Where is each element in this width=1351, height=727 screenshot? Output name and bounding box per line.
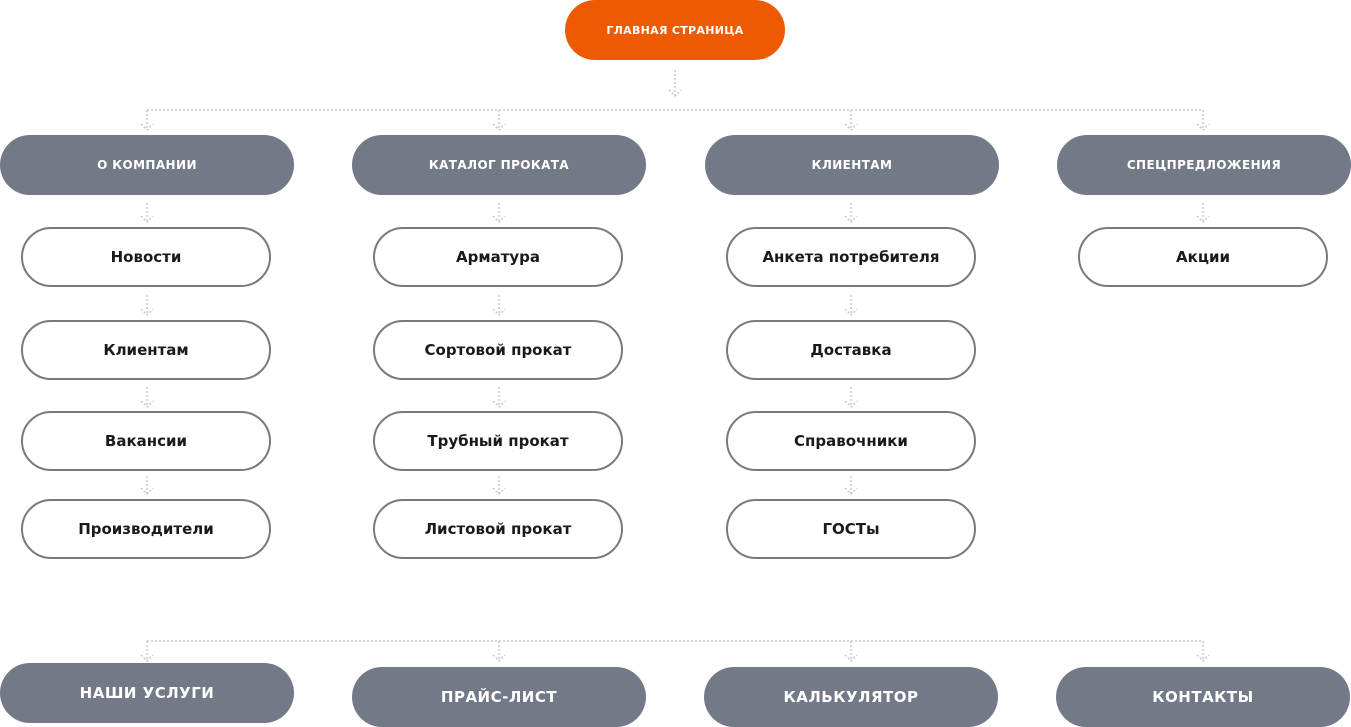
page-node-vacancies[interactable]: Вакансии <box>21 411 271 471</box>
connector-arrow-icon <box>140 308 154 317</box>
connector-arrow-icon <box>1196 654 1210 663</box>
page-node-label: Анкета потребителя <box>762 248 940 266</box>
connector-arrow-icon <box>492 487 506 496</box>
connector-arrow-icon <box>844 400 858 409</box>
page-node-sheet-steel[interactable]: Листовой прокат <box>373 499 623 559</box>
section-node-label: СПЕЦПРЕДЛОЖЕНИЯ <box>1126 158 1282 172</box>
page-node-label: Арматура <box>455 248 541 266</box>
page-node-gosts[interactable]: ГОСТы <box>726 499 976 559</box>
page-node-label: Клиентам <box>103 341 189 359</box>
page-node-label: Акции <box>1176 248 1230 266</box>
connector-arrow-icon <box>668 89 682 98</box>
page-node-references[interactable]: Справочники <box>726 411 976 471</box>
page-node-consumer-form[interactable]: Анкета потребителя <box>726 227 976 287</box>
page-node-section-steel[interactable]: Сортовой прокат <box>373 320 623 380</box>
section-node-label: КЛИЕНТАМ <box>811 158 893 172</box>
page-node-label: Новости <box>110 248 182 266</box>
connector-arrow-icon <box>844 487 858 496</box>
connector-arrow-icon <box>844 123 858 132</box>
page-node-pipes[interactable]: Трубный прокат <box>373 411 623 471</box>
page-node-label: Листовой прокат <box>424 520 572 538</box>
page-node-label: Вакансии <box>104 432 188 450</box>
bottom-node-price-list[interactable]: ПРАЙС-ЛИСТ <box>352 667 646 727</box>
connector-arrow-icon <box>140 654 154 663</box>
connector-arrow-icon <box>1196 215 1210 224</box>
connector-arrow-icon <box>140 123 154 132</box>
bottom-node-services[interactable]: НАШИ УСЛУГИ <box>0 663 294 723</box>
connector-arrow-icon <box>492 654 506 663</box>
page-node-label: ГОСТы <box>822 520 880 538</box>
connector-arrow-icon <box>844 308 858 317</box>
section-node-special-offers[interactable]: СПЕЦПРЕДЛОЖЕНИЯ <box>1057 135 1351 195</box>
section-node-catalog[interactable]: КАТАЛОГ ПРОКАТА <box>352 135 646 195</box>
bottom-node-label: НАШИ УСЛУГИ <box>79 684 215 702</box>
connector-arrow-icon <box>844 654 858 663</box>
page-node-promotions[interactable]: Акции <box>1078 227 1328 287</box>
page-node-rebar[interactable]: Арматура <box>373 227 623 287</box>
page-node-label: Трубный прокат <box>427 432 569 450</box>
connector-arrow-icon <box>492 123 506 132</box>
connector-arrow-icon <box>492 308 506 317</box>
connector-arrow-icon <box>492 215 506 224</box>
root-node-label: ГЛАВНАЯ СТРАНИЦА <box>606 23 744 37</box>
section-node-label: О КОМПАНИИ <box>97 158 197 172</box>
page-node-label: Доставка <box>810 341 892 359</box>
root-node-home[interactable]: ГЛАВНАЯ СТРАНИЦА <box>565 0 785 60</box>
connector-arrow-icon <box>140 487 154 496</box>
bottom-node-contacts[interactable]: КОНТАКТЫ <box>1056 667 1350 727</box>
connector-arrow-icon <box>1196 123 1210 132</box>
page-node-label: Справочники <box>794 432 908 450</box>
bottom-node-label: ПРАЙС-ЛИСТ <box>440 688 558 706</box>
connector-arrow-icon <box>492 400 506 409</box>
section-node-label: КАТАЛОГ ПРОКАТА <box>428 158 570 172</box>
section-node-about[interactable]: О КОМПАНИИ <box>0 135 294 195</box>
bottom-node-label: КАЛЬКУЛЯТОР <box>783 688 919 706</box>
connector-arrow-icon <box>844 215 858 224</box>
bottom-node-label: КОНТАКТЫ <box>1152 688 1254 706</box>
connector-arrow-icon <box>140 215 154 224</box>
page-node-for-clients[interactable]: Клиентам <box>21 320 271 380</box>
page-node-label: Сортовой прокат <box>424 341 572 359</box>
page-node-delivery[interactable]: Доставка <box>726 320 976 380</box>
page-node-manufacturers[interactable]: Производители <box>21 499 271 559</box>
section-node-clients[interactable]: КЛИЕНТАМ <box>705 135 999 195</box>
page-node-label: Производители <box>78 520 214 538</box>
connector-arrow-icon <box>140 400 154 409</box>
bottom-node-calculator[interactable]: КАЛЬКУЛЯТОР <box>704 667 998 727</box>
page-node-news[interactable]: Новости <box>21 227 271 287</box>
